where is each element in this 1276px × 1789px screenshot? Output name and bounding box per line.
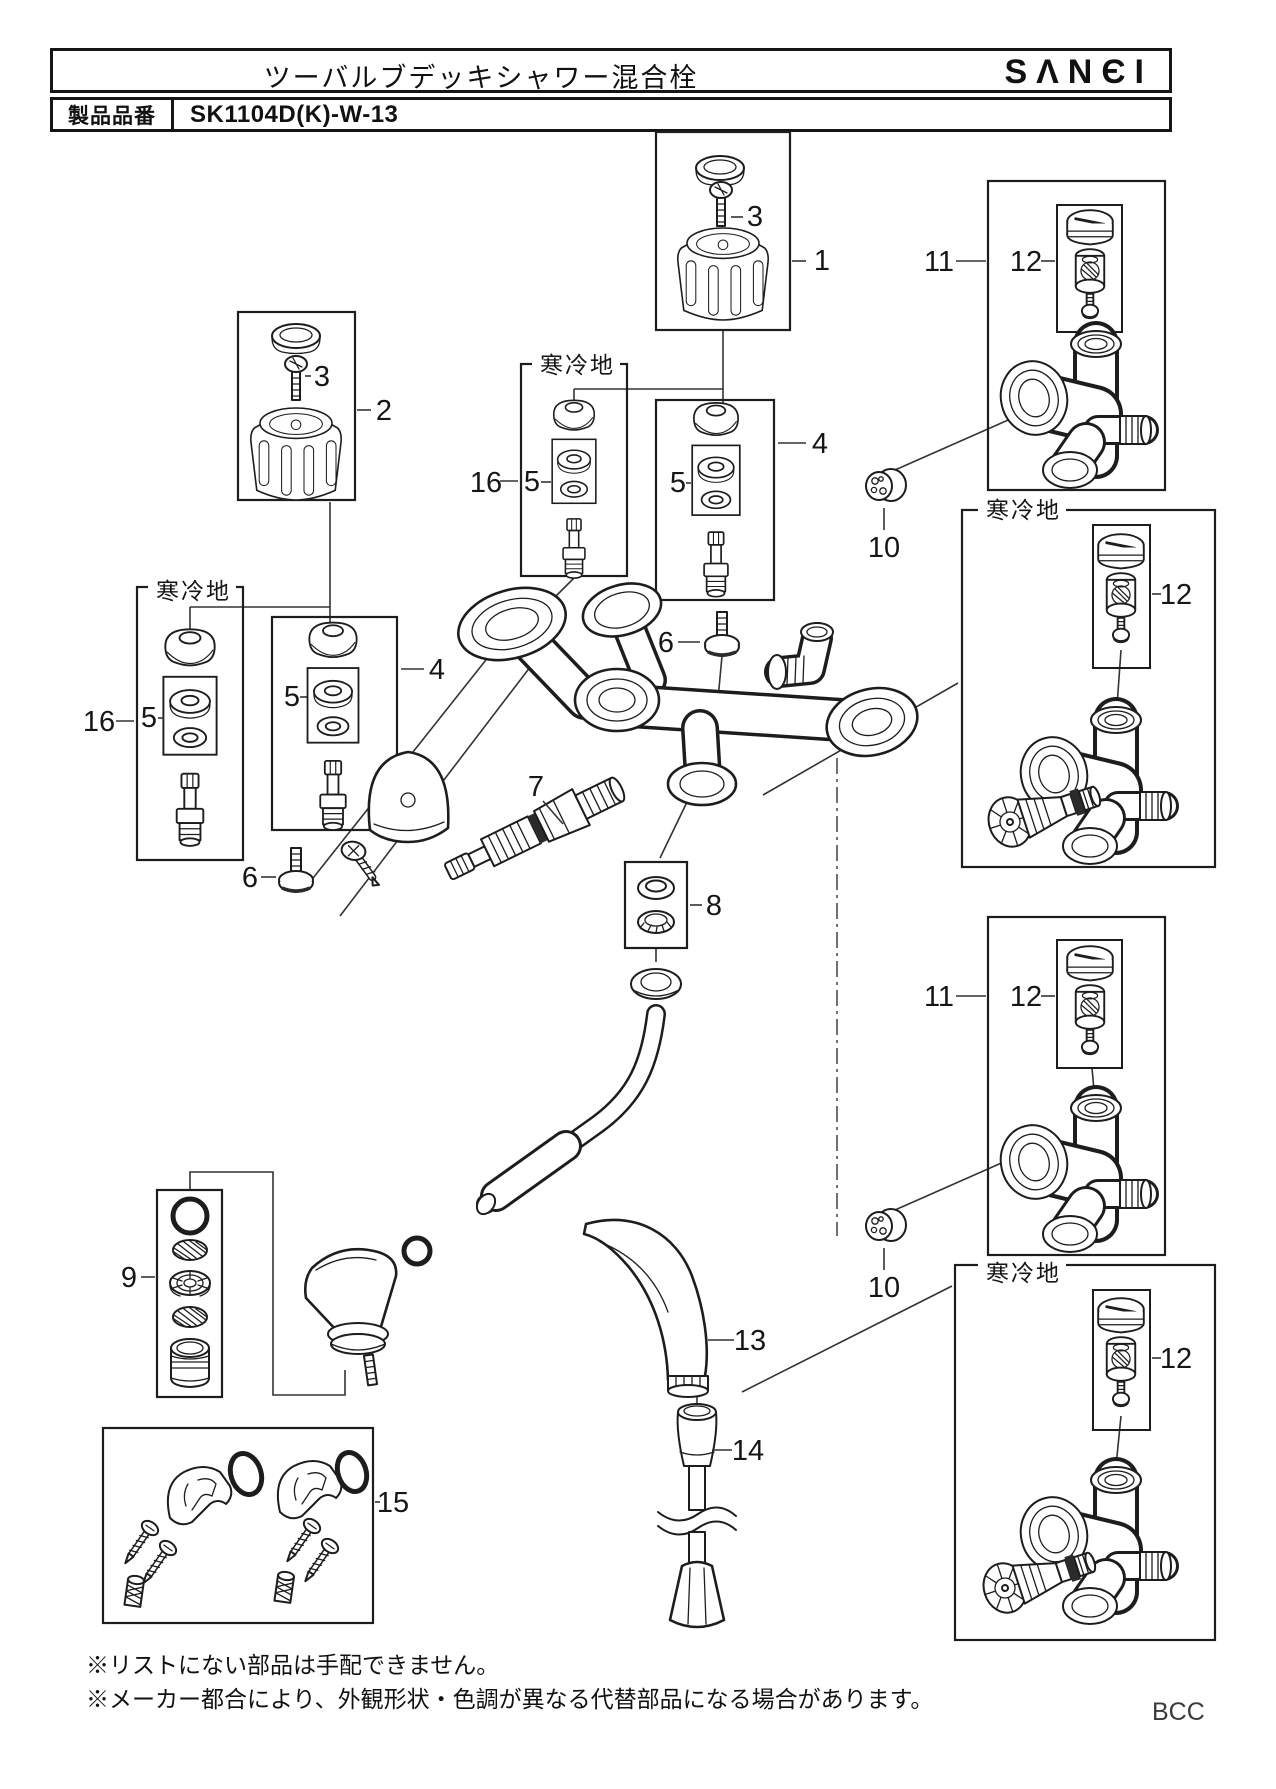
callout-1: 1	[814, 245, 830, 277]
wall-union-body-bb	[1013, 1467, 1171, 1624]
part-14-shower-hose	[657, 1403, 737, 1629]
part-6-screw-center	[703, 610, 741, 658]
group-box-part1	[654, 130, 792, 332]
footnote-line-1: ※リストにない部品は手配できません。	[86, 1652, 500, 1678]
footnotes: ※リストにない部品は手配できません。 ※メーカー都合により、外観形状・色調が異な…	[86, 1648, 933, 1716]
part-12-cartridge-top	[1065, 208, 1115, 320]
wall-union-body-b	[993, 1095, 1151, 1252]
page-title: ツーバルブデッキシャワー混合栓	[263, 63, 699, 93]
part-4-center-valve-set	[692, 403, 740, 597]
callout-6L: 6	[242, 862, 258, 894]
cold-region-labels: 寒冷地 寒冷地 寒冷地 寒冷地	[148, 352, 1066, 1286]
callout-12b: 12	[1010, 981, 1042, 1013]
callout-12t: 12	[1010, 246, 1042, 278]
callout-6c: 6	[658, 627, 674, 659]
product-number-value: SK1104D(K)-W-13	[190, 100, 399, 128]
callout-10t: 10	[868, 532, 900, 564]
part-6-screw-left	[277, 846, 315, 894]
callout-15: 15	[377, 1487, 409, 1519]
callout-12bb: 12	[1160, 1343, 1192, 1375]
callout-5c1: 5	[524, 466, 540, 498]
faucet-body-main	[457, 582, 919, 807]
callout-5L1: 5	[141, 702, 157, 734]
cold-label-bottom-right: 寒冷地	[986, 1260, 1061, 1286]
part-13-shower-spout	[582, 1218, 709, 1398]
shower-pipe	[475, 1004, 666, 1216]
group-box-part8	[623, 860, 689, 950]
spray-head	[303, 1248, 398, 1387]
callout-16L: 16	[83, 706, 115, 738]
part-9-aerator-stack	[169, 1196, 211, 1388]
callout-16c: 16	[470, 467, 502, 499]
callout-5L2: 5	[284, 681, 300, 713]
footnote-line-2: ※メーカー都合により、外観形状・色調が異なる代替部品になる場合があります。	[86, 1686, 934, 1712]
part-16-left-valve-set	[163, 629, 216, 846]
part-2-handle-group	[250, 323, 343, 501]
o-ring-pipe	[401, 1235, 433, 1267]
group-box-part4-center	[654, 398, 776, 602]
callout-8: 8	[706, 890, 722, 922]
brand-logo: SΛNЄI	[1004, 53, 1153, 91]
callout-labels: 1 3 2 3 16 5 5 4 6 16 5 5 4 6	[83, 201, 1192, 1519]
callout-12m: 12	[1160, 579, 1192, 611]
group-box-cold-bottom	[953, 1263, 1217, 1642]
group-box-part9	[155, 1188, 224, 1399]
cold-label-center: 寒冷地	[540, 352, 615, 378]
callout-9: 9	[121, 1262, 137, 1294]
callout-7: 7	[528, 771, 544, 803]
callout-4L: 4	[429, 654, 445, 686]
handle-dome-trim	[367, 750, 450, 844]
group-box-part12-mid	[1092, 524, 1151, 669]
swivel-nut	[630, 968, 682, 1000]
part-12-cartridge-b	[1065, 944, 1115, 1056]
part-7-spindle	[444, 776, 626, 881]
phillips-screw	[340, 840, 380, 887]
doc-code: BCC	[1152, 1698, 1205, 1726]
part-16-center-valve-set	[552, 400, 596, 578]
product-number-label: 製品品番	[53, 100, 174, 129]
part-1-handle-group	[676, 155, 770, 321]
group-box-part11-bottom	[986, 915, 1167, 1257]
cold-label-left: 寒冷地	[156, 578, 231, 604]
group-box-part12-b	[1056, 939, 1123, 1069]
group-box-cold-mid	[960, 508, 1217, 869]
part-15-bracket-kit	[118, 1449, 370, 1608]
callout-11b: 11	[924, 981, 954, 1013]
part-12-cartridge-mid	[1096, 532, 1146, 644]
callout-2: 2	[376, 395, 392, 427]
part-12-cartridge-bb	[1096, 1296, 1146, 1408]
callout-10b: 10	[868, 1272, 900, 1304]
title-bar: ツーバルブデッキシャワー混合栓 SΛNЄI	[50, 48, 1172, 93]
cold-label-mid-right: 寒冷地	[986, 497, 1061, 523]
callout-3a: 3	[747, 201, 763, 233]
product-number-bar: 製品品番 SK1104D(K)-W-13	[50, 97, 1172, 132]
callout-4c: 4	[812, 428, 828, 460]
callout-11t: 11	[924, 246, 954, 278]
callout-13: 13	[734, 1325, 766, 1357]
part-8-adapter-rings	[637, 876, 675, 934]
wall-union-body-top	[993, 331, 1151, 488]
part-10-check-valve-top	[865, 468, 907, 502]
part-4-left-valve-set	[308, 623, 359, 830]
group-box-part15	[101, 1426, 375, 1625]
callout-14: 14	[732, 1435, 764, 1467]
elbow-fitting	[764, 622, 834, 690]
group-box-part12-bb	[1092, 1289, 1151, 1431]
callout-3b: 3	[314, 361, 330, 393]
part-10-check-valve-b	[865, 1208, 907, 1242]
wall-union-body-mid	[1013, 707, 1171, 864]
group-box-part11-top	[986, 179, 1167, 492]
callout-5c2: 5	[670, 467, 686, 499]
